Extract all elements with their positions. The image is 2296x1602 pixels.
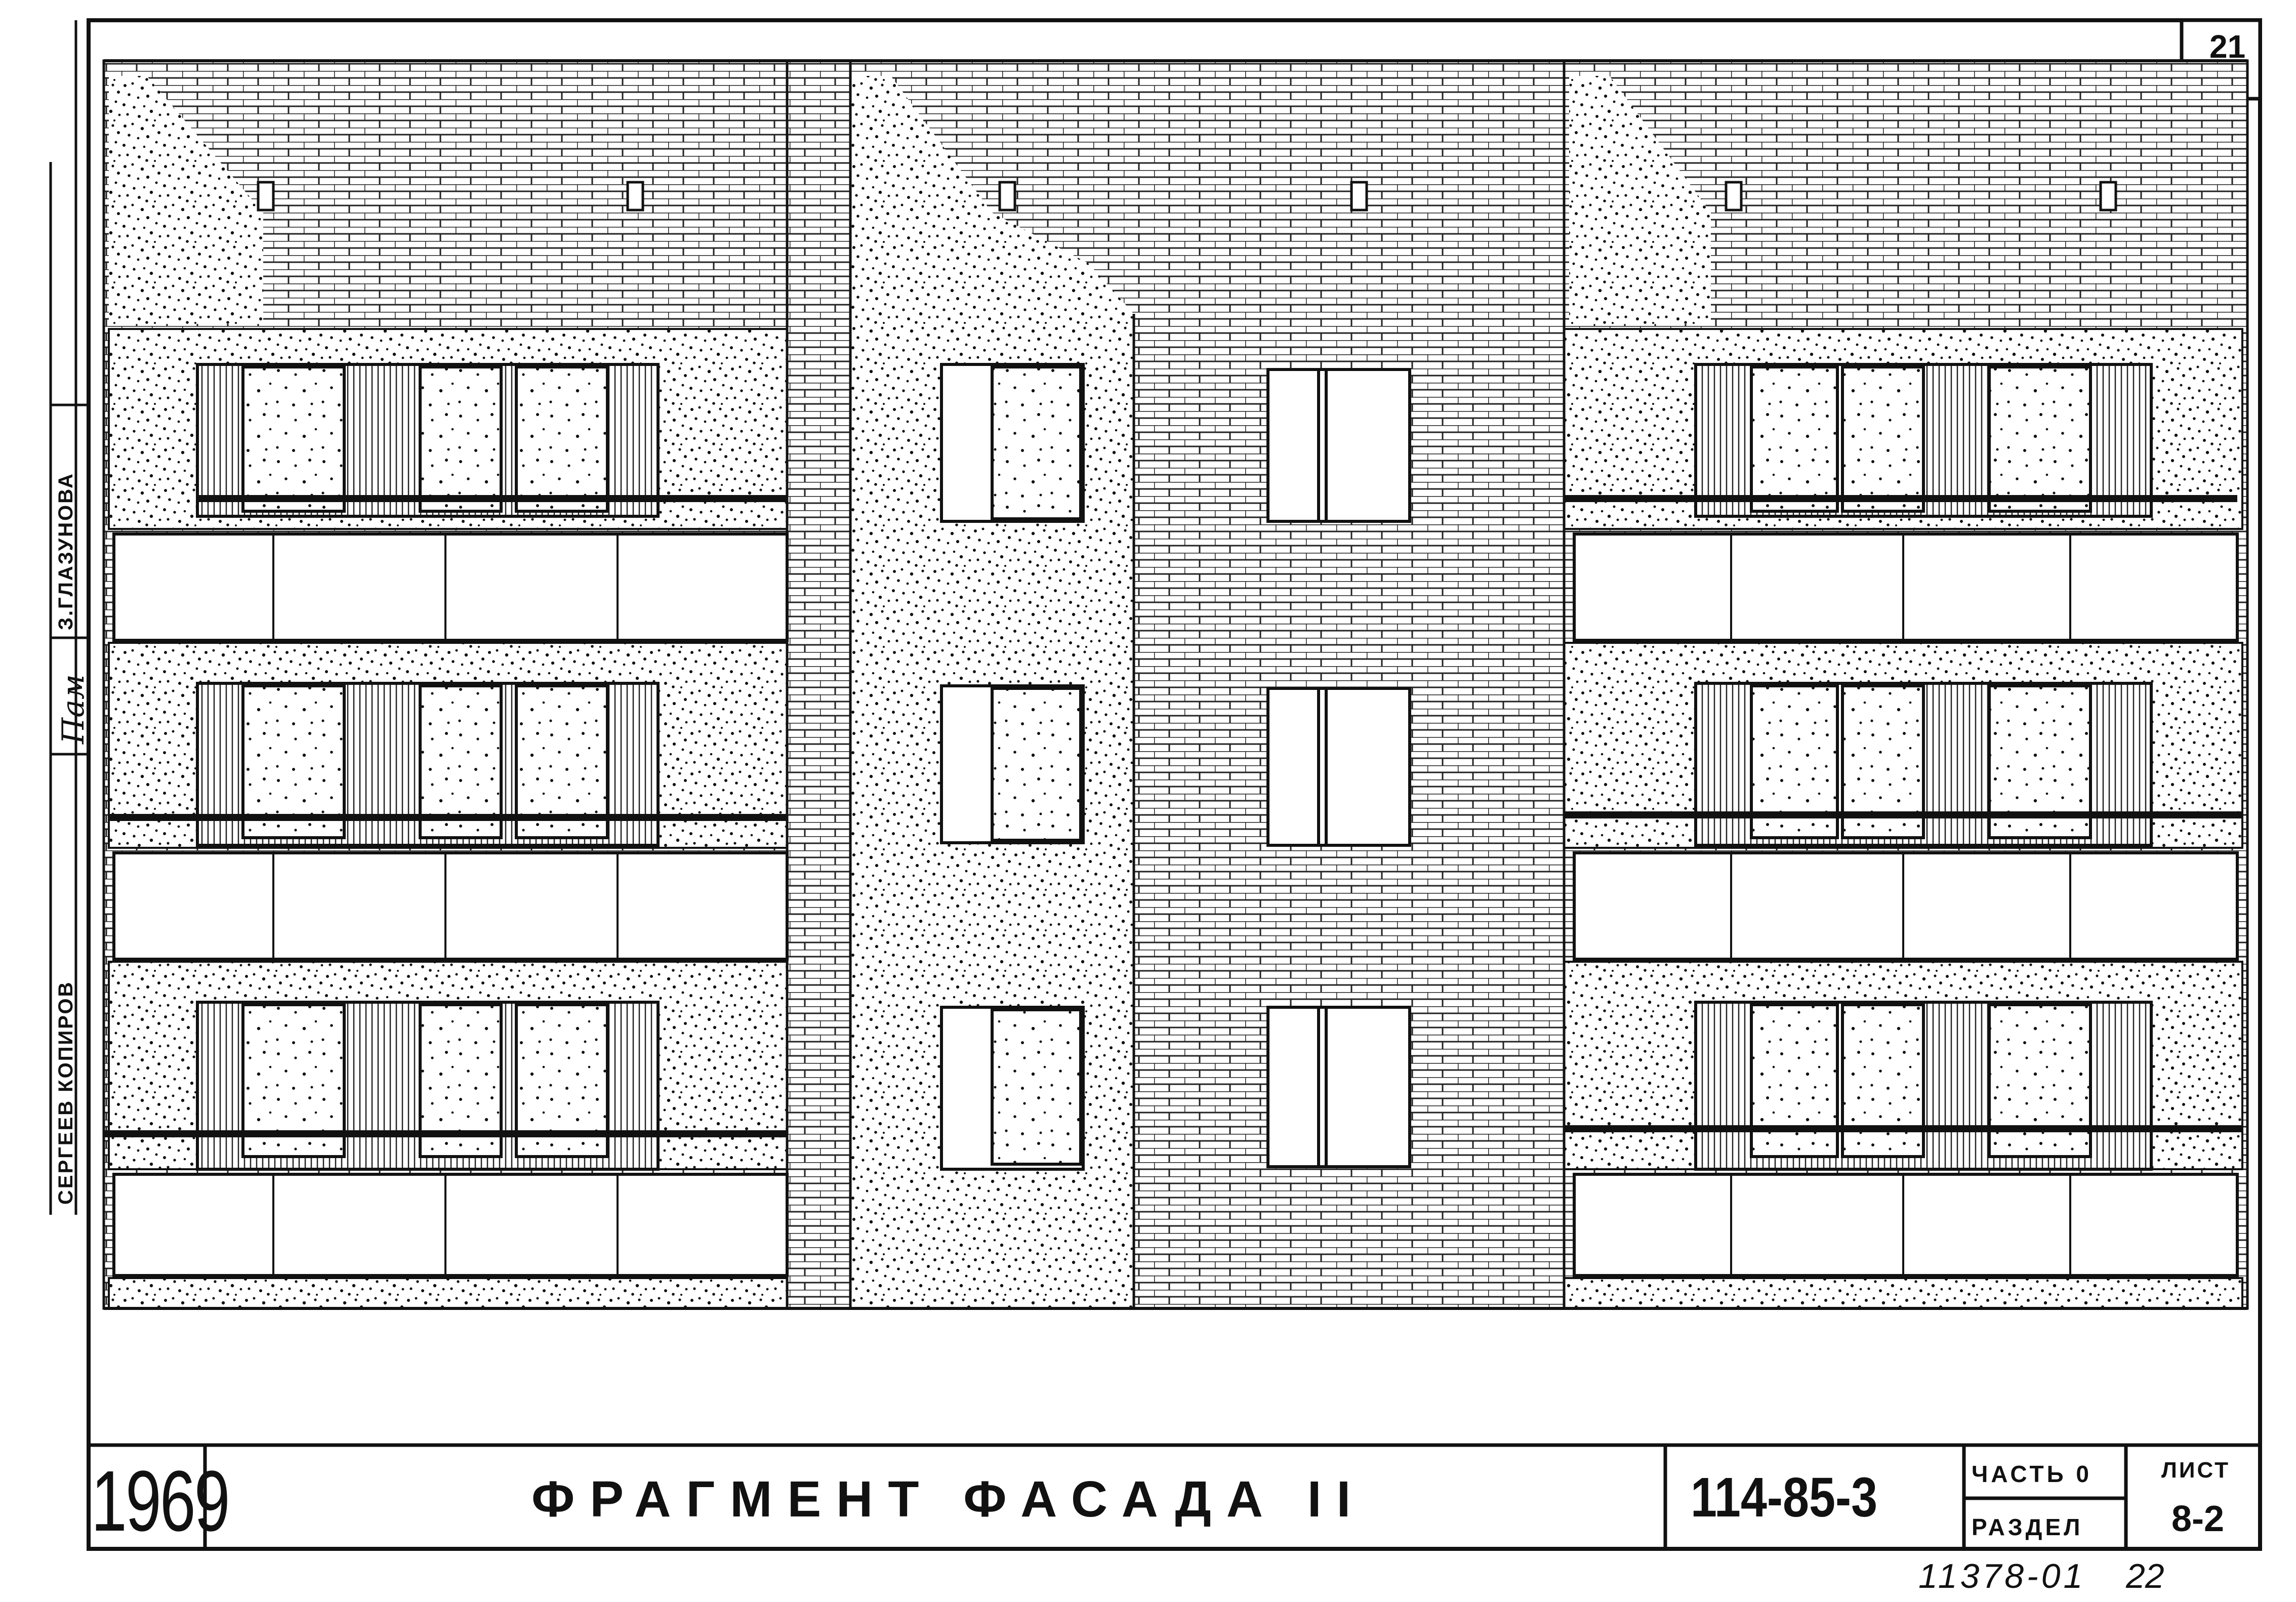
sheet-frame [87,18,2262,1551]
window-pane [1750,1003,1839,1158]
vent [998,181,1016,212]
window-pane [1750,365,1839,513]
balcony-slab-3-right-joints [1730,534,2071,640]
window-pane [1988,1003,2092,1158]
sheet-value: 8-2 [2171,1499,2225,1539]
window-pane [1841,1003,1925,1158]
balcony-slab-2-right [1573,851,2239,961]
stamp-name-2: СЕРГЕЕВ КОПИРОВ [55,980,77,1205]
window-pane [1841,365,1925,513]
right-wing-plinth [1563,1277,2243,1309]
balcony-slab-3 [112,532,789,642]
vent [626,181,644,212]
right-wing-top-speckle [1569,76,1711,324]
sheet-label: ЛИСТ [2161,1458,2231,1483]
sheet-number: 21 [2209,28,2246,65]
drawing-title: ФРАГМЕНТ ФАСАДА II [531,1471,1366,1528]
vent [2099,181,2117,212]
window-pane [241,365,346,513]
part-label: ЧАСТЬ 0 [1972,1461,2092,1487]
balcony-slab-2-joints [272,853,619,959]
stair-window-2-pane [991,687,1082,842]
window-pane [515,684,609,839]
right-floor-2-windows [1564,682,2242,847]
window-pane [1988,365,2092,513]
left-wing-plinth [108,1277,788,1309]
window-pane [241,684,346,839]
balcony-slab-2-right-joints [1730,853,2071,959]
archive-number: 11378-01 [1918,1557,2086,1595]
central-window-2 [1266,687,1411,847]
balcony-slab-2 [112,851,789,961]
balcony-slab-1-joints [272,1174,619,1276]
project-code: 114-85-3 [1691,1466,1878,1529]
stair-window-3-pane [991,365,1082,520]
left-floor-1-windows [104,1001,787,1171]
right-floor-1-windows [1564,1001,2242,1171]
stamp-name-1: З.ГЛАЗУНОВА [55,472,77,630]
vent [257,181,275,212]
right-floor-3-windows [1564,363,2237,518]
title-block [89,1443,2260,1549]
balcony-slab-3-joints [272,534,619,640]
balcony-slab-1 [112,1173,789,1277]
central-window-3 [1266,368,1411,523]
left-floor-2-windows [109,682,787,847]
balcony-slab-1-right-joints [1730,1174,2071,1276]
attic-vents [257,181,2117,212]
balcony-slab-1-right [1573,1173,2239,1277]
stairwell-windows [940,363,1085,1171]
balcony-slab-3-right [1573,532,2239,642]
stair-window-1-pane [991,1008,1082,1166]
window-pane [419,365,503,513]
vent [1725,181,1743,212]
left-wing-top-speckle [109,76,263,324]
signature: Пам [56,674,91,744]
vent [1350,181,1368,212]
year: 1969 [91,1453,230,1549]
archive-page: 22 [2126,1557,2164,1595]
section-label: РАЗДЕЛ [1972,1514,2083,1540]
window-pane [515,365,609,513]
left-floor-3-windows [196,363,787,518]
side-stamp [49,20,89,1215]
central-windows [1266,368,1411,1168]
central-window-1 [1266,1006,1411,1168]
window-pane [419,684,503,839]
